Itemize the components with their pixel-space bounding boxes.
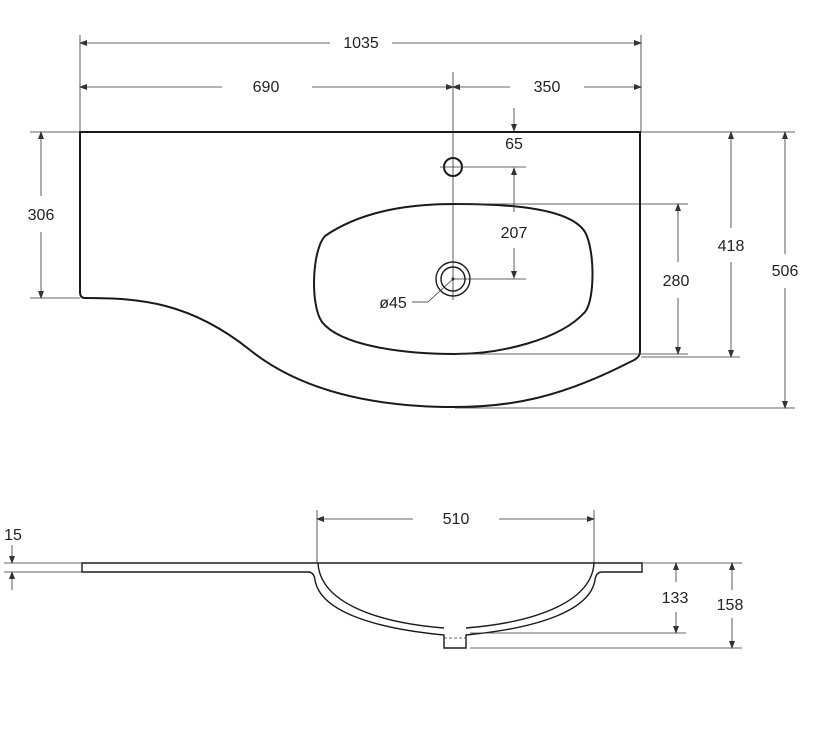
dim-right-width: 350: [534, 79, 561, 96]
dim-total-height: 158: [717, 597, 744, 614]
dim-tap-to-drain: 207: [501, 225, 528, 242]
dim-overall-depth: 506: [772, 263, 799, 280]
dim-tap-offset: 65: [505, 136, 523, 153]
dim-top-thickness: 15: [4, 527, 22, 544]
basin-outline: [79, 131, 641, 409]
side-view: 510 15 133 158: [4, 510, 744, 649]
dim-right-depth: 418: [718, 238, 745, 255]
dim-bowl-width: 510: [443, 511, 470, 528]
bowl-outline: [313, 202, 594, 356]
dim-left-width: 690: [253, 79, 280, 96]
dim-bowl-depth: 280: [663, 273, 690, 290]
basin-section: [81, 562, 643, 649]
dim-left-depth: 306: [28, 207, 55, 224]
dim-drain-diameter: ø45: [379, 295, 407, 312]
dim-bowl-height: 133: [662, 590, 689, 607]
top-view: 1035 690 350 65 207 306 280: [28, 35, 799, 409]
dim-overall-width: 1035: [343, 35, 379, 52]
bowl-inner-section: [317, 562, 595, 629]
